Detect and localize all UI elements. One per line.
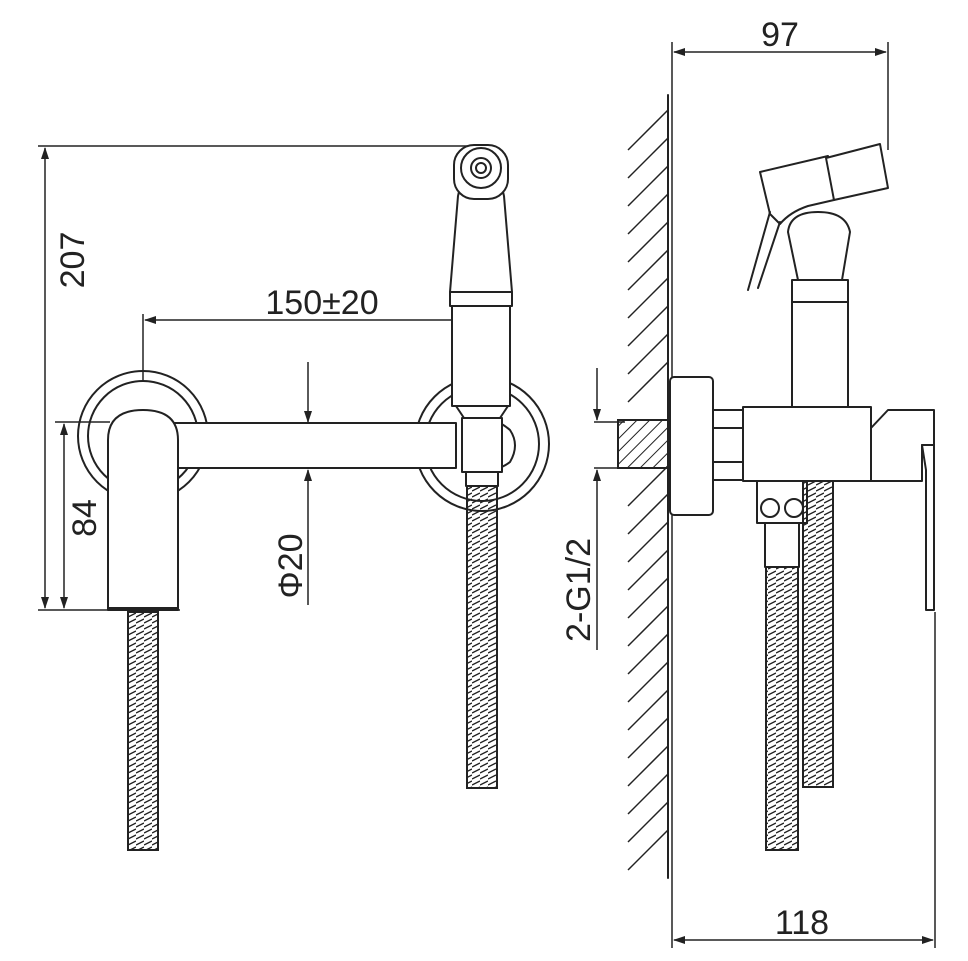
dimension-84-label: 84 xyxy=(66,499,104,537)
front-view: 207 84 150±20 Φ20 xyxy=(38,144,550,851)
dimension-150-label: 150±20 xyxy=(265,284,378,322)
left-hose xyxy=(127,611,159,851)
dimension-207-label: 207 xyxy=(54,232,92,289)
side-body xyxy=(742,406,872,482)
side-view: 97 118 2-G1/2 xyxy=(560,16,936,948)
dimension-pipe-diameter: Φ20 xyxy=(272,362,312,605)
dimension-spacing: 150±20 xyxy=(142,284,482,382)
dimension-total-height: 207 xyxy=(38,145,480,611)
lower-fittings xyxy=(756,480,808,568)
connecting-pipe xyxy=(167,422,457,469)
side-flange xyxy=(669,376,714,516)
hand-shower-side xyxy=(747,143,889,408)
right-hose xyxy=(466,485,498,789)
dimension-connection-label: 2-G1/2 xyxy=(560,538,598,642)
dimension-97-label: 97 xyxy=(761,16,799,54)
dimension-phi20-label: Φ20 xyxy=(272,534,310,599)
threaded-inlet xyxy=(617,419,671,469)
shower-head-front xyxy=(453,144,509,200)
dimension-118-label: 118 xyxy=(775,904,829,942)
dimension-connection: 2-G1/2 xyxy=(560,368,625,650)
side-handle xyxy=(870,409,935,611)
side-hose-rear xyxy=(802,480,834,788)
side-hose-front xyxy=(765,566,799,851)
wall-section xyxy=(627,94,669,879)
hand-shower-front xyxy=(449,177,513,487)
dimension-top-width: 97 xyxy=(671,16,889,380)
dimension-bottom-width: 118 xyxy=(671,515,936,948)
hex-nut xyxy=(712,409,744,481)
mixer-body xyxy=(107,409,179,611)
dimension-mount-height: 84 xyxy=(55,421,110,609)
